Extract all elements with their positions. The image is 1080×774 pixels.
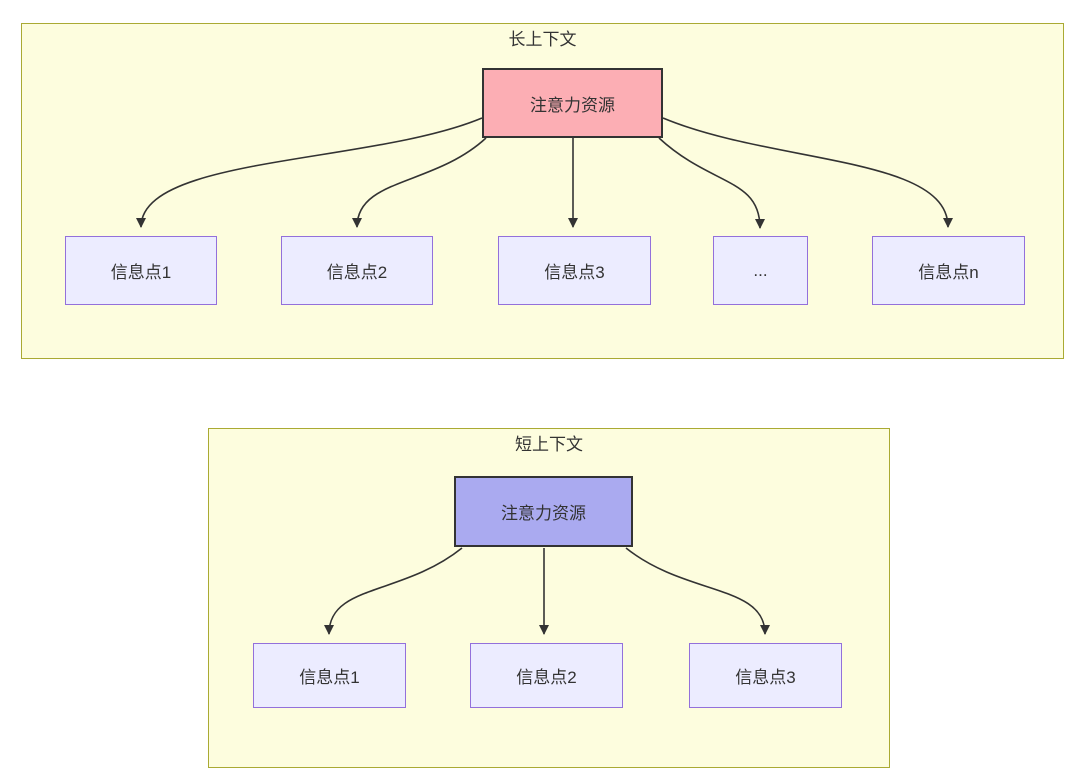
node-label: ...	[753, 260, 768, 280]
attention-node-long: 注意力资源	[482, 68, 663, 138]
cluster-long-title: 长上下文	[508, 30, 577, 49]
node-label: 信息点3	[544, 263, 605, 282]
info-node-short-3: 信息点3	[689, 643, 842, 708]
info-node-short-1: 信息点1	[253, 643, 406, 708]
cluster-short-title: 短上下文	[515, 435, 583, 454]
info-node-long-n: 信息点n	[872, 236, 1025, 305]
info-node-long-1: 信息点1	[65, 236, 217, 305]
node-label: 信息点n	[918, 263, 979, 282]
info-node-long-2: 信息点2	[281, 236, 433, 305]
node-label: 信息点2	[516, 668, 577, 687]
node-label: 信息点3	[735, 668, 796, 687]
node-label: 注意力资源	[530, 95, 615, 115]
node-label: 信息点1	[299, 668, 360, 687]
info-node-short-2: 信息点2	[470, 643, 623, 708]
node-label: 信息点2	[326, 263, 388, 282]
info-node-long-ellipsis: ...	[713, 236, 808, 305]
info-node-long-3: 信息点3	[498, 236, 651, 305]
node-label: 注意力资源	[501, 504, 586, 523]
node-label: 信息点1	[110, 263, 172, 282]
attention-node-short: 注意力资源	[454, 476, 633, 547]
